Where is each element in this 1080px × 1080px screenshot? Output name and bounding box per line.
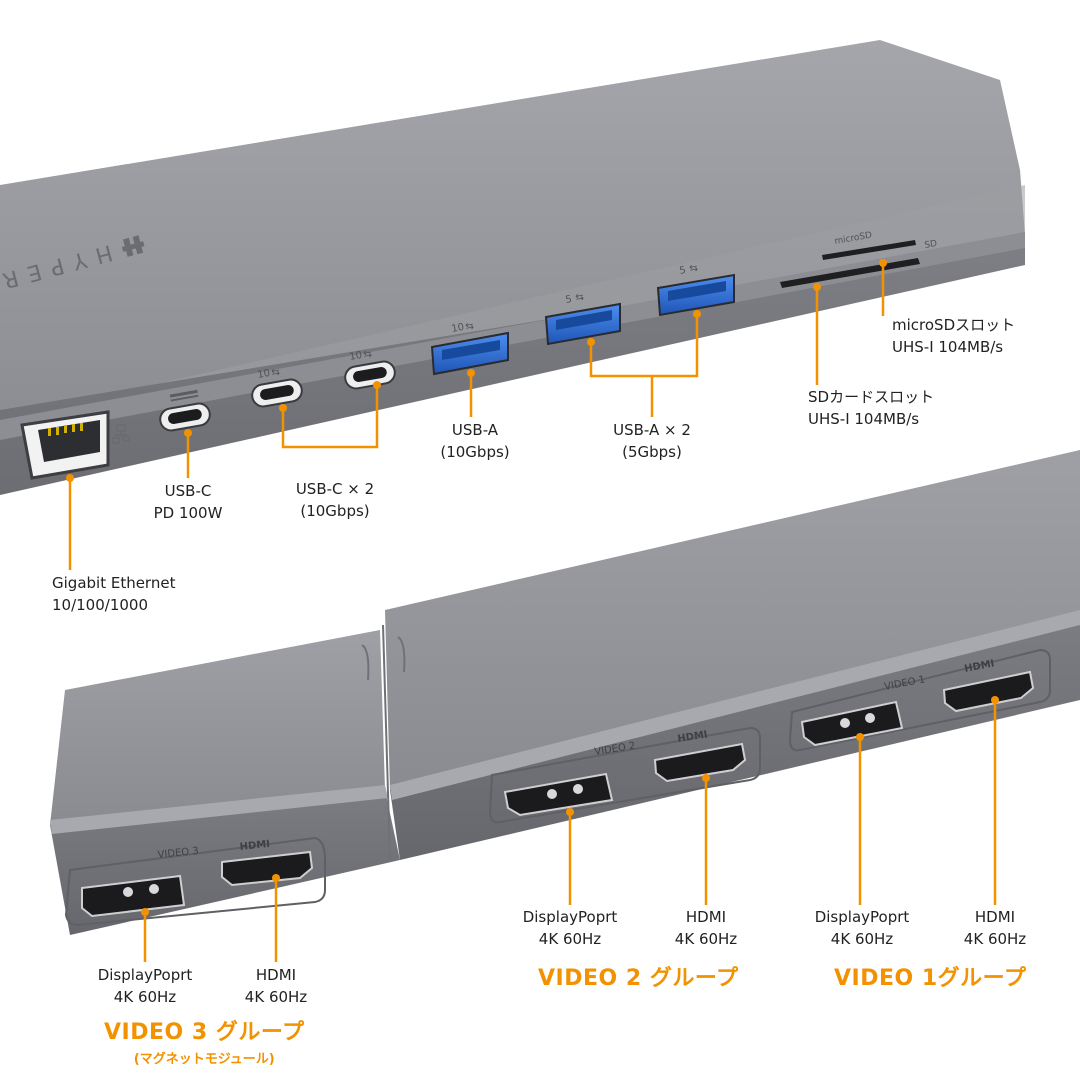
usbc-port-2: 10 ⇆ [344,349,396,390]
video2-panel: VIDEO 2 HDMI [488,726,761,824]
video3-hdmi-port: HDMI [221,839,314,887]
network-icon [112,424,130,444]
svg-text:⇆: ⇆ [465,321,475,333]
top-hub-surface [0,40,1025,420]
usba-x2-label: USB-A × 2(5Gbps) [613,421,691,461]
svg-text:5: 5 [679,265,687,277]
video3-group-title: VIDEO 3 グループ (マグネットモジュール) [104,1020,305,1067]
usba-10-port: 10 ⇆ [430,321,509,376]
usba-10-label: USB-A(10Gbps) [440,421,510,461]
svg-text:⇆: ⇆ [271,367,281,379]
svg-text:⇆: ⇆ [575,292,585,304]
video1-group-title: VIDEO 1グループ [834,966,1027,991]
video1-panel: VIDEO 1 HDMI [788,648,1051,752]
svg-text:⇆: ⇆ [363,349,373,361]
top-hub-front [0,240,1025,495]
svg-text:HDMI: HDMI [239,839,270,853]
usba-5-port-1: 5 ⇆ [544,292,621,346]
leader-dots [66,259,999,916]
svg-text:10: 10 [257,368,271,381]
ethernet-port [20,410,110,480]
usbc-port-1: 10 ⇆ [251,367,303,408]
bottom-hub-top [385,450,1080,790]
leader-lines [68,263,997,962]
bottom-hub [50,450,1080,935]
svg-text:10: 10 [451,322,465,335]
usbc-x2-label: USB-C × 2(10Gbps) [295,480,375,520]
video3-dp-port [81,874,186,918]
video2-dp-port [503,772,614,817]
video2-group-title: VIDEO 2 グループ [538,966,739,991]
svg-text:VIDEO 3: VIDEO 3 [157,846,199,861]
svg-text:5: 5 [565,294,573,306]
video3-panel: VIDEO 3 HDMI [64,836,326,927]
video3-group-subtitle: (マグネットモジュール) [133,1052,275,1067]
svg-text:SD: SD [924,239,938,251]
usbc-pd-port [159,389,211,432]
video2-hdmi-port: HDMI [653,729,747,783]
svg-text:10: 10 [349,350,363,363]
usba-5-port-2: 5 ⇆ [656,263,735,317]
magnetic-module-top [50,630,385,825]
svg-text:⇆: ⇆ [689,263,699,275]
svg-text:HDMI: HDMI [677,729,709,745]
